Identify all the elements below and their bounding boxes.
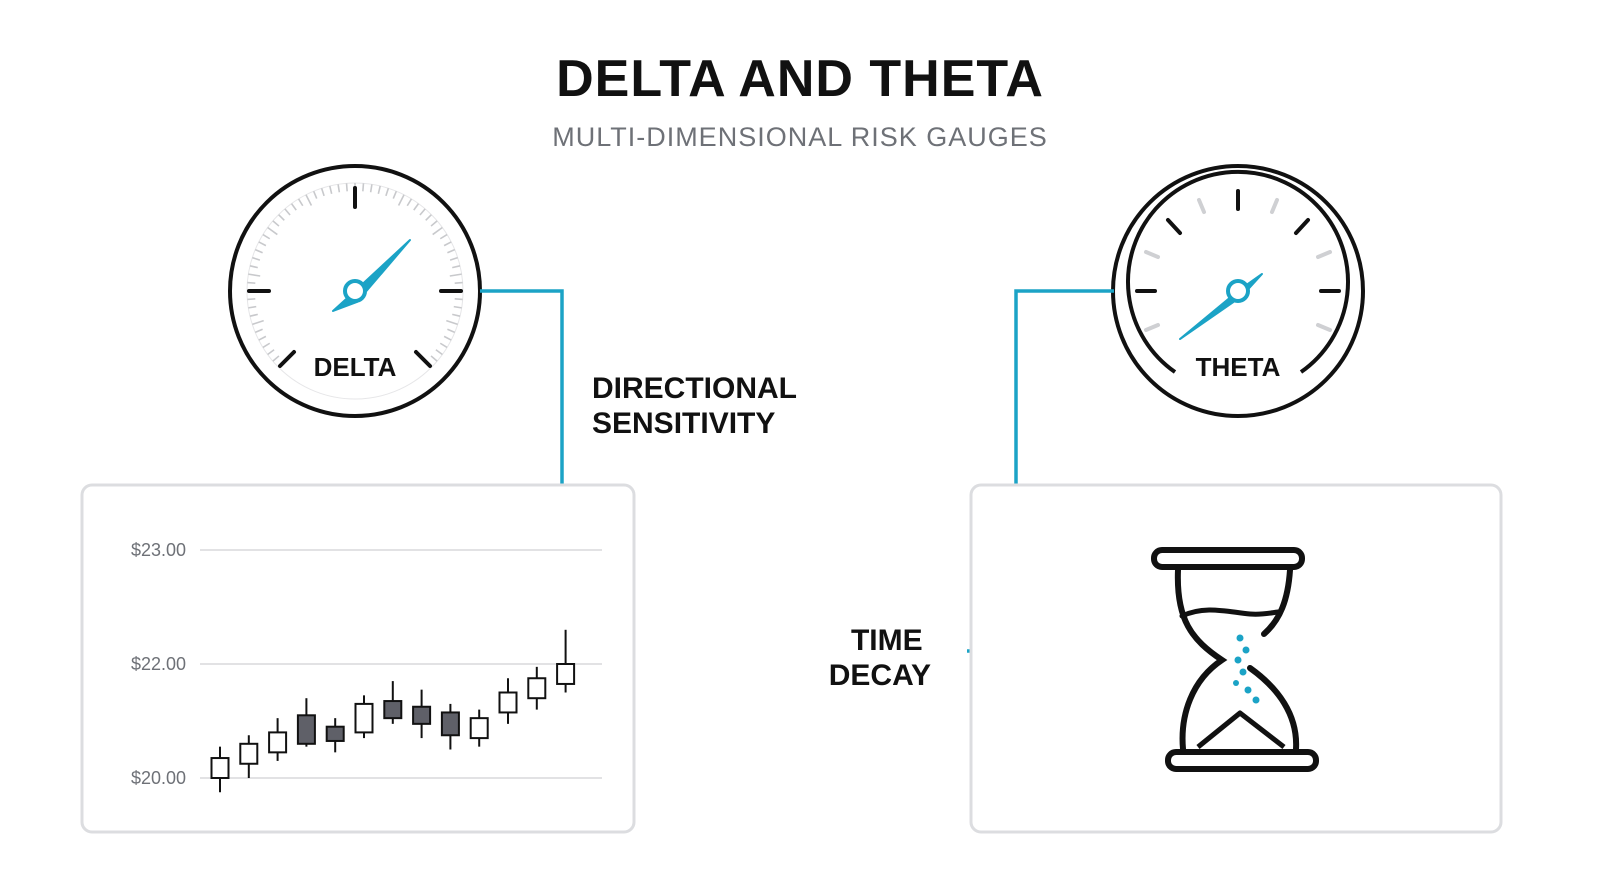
candle-body-bearish xyxy=(440,711,460,737)
chart-gridlines xyxy=(200,549,602,779)
candle-body-bullish xyxy=(210,757,230,779)
page-title: DELTA AND THETA xyxy=(556,50,1044,108)
y-tick-label: $23.00 xyxy=(131,540,186,560)
candle xyxy=(354,695,374,739)
page-subtitle: MULTI-DIMENSIONAL RISK GAUGES xyxy=(552,122,1048,152)
candle-body-bullish xyxy=(527,677,547,700)
candle-body-bearish xyxy=(296,714,316,745)
candle-body-bullish xyxy=(556,663,576,685)
theta-gauge-label: THETA xyxy=(1196,352,1281,382)
candle-body-bearish xyxy=(383,700,403,720)
candle-body-bullish xyxy=(354,702,374,734)
candle xyxy=(498,678,518,724)
candle xyxy=(210,746,230,793)
candle xyxy=(383,681,403,724)
candle-body-bearish xyxy=(412,705,432,725)
time-decay-label: TIME DECAY xyxy=(829,624,931,692)
candle xyxy=(527,666,547,710)
candle xyxy=(268,718,288,761)
delta-connector-line xyxy=(480,289,564,518)
price-chart-panel xyxy=(80,483,636,834)
candle xyxy=(440,703,460,750)
delta-gauge-label: DELTA xyxy=(314,352,397,382)
candle-body-bullish xyxy=(239,742,259,765)
candle-body-bearish xyxy=(325,725,345,742)
chart-candles xyxy=(210,629,576,793)
chart-y-ticks: $23.00 $22.00 $20.00 xyxy=(131,540,186,788)
theta-gauge-icon xyxy=(1111,164,1365,418)
y-tick-label: $22.00 xyxy=(131,654,186,674)
candle xyxy=(469,709,489,747)
directional-sensitivity-label: DIRECTIONAL SENSITIVITY xyxy=(592,372,805,440)
candle xyxy=(556,629,576,693)
candle xyxy=(412,689,432,739)
hourglass-icon xyxy=(1151,547,1319,772)
candle xyxy=(296,698,316,747)
candle xyxy=(239,735,259,778)
candle-body-bullish xyxy=(498,691,518,714)
candle xyxy=(325,718,345,753)
candle-body-bullish xyxy=(268,731,288,754)
y-tick-label: $20.00 xyxy=(131,768,186,788)
candle-body-bullish xyxy=(469,717,489,740)
